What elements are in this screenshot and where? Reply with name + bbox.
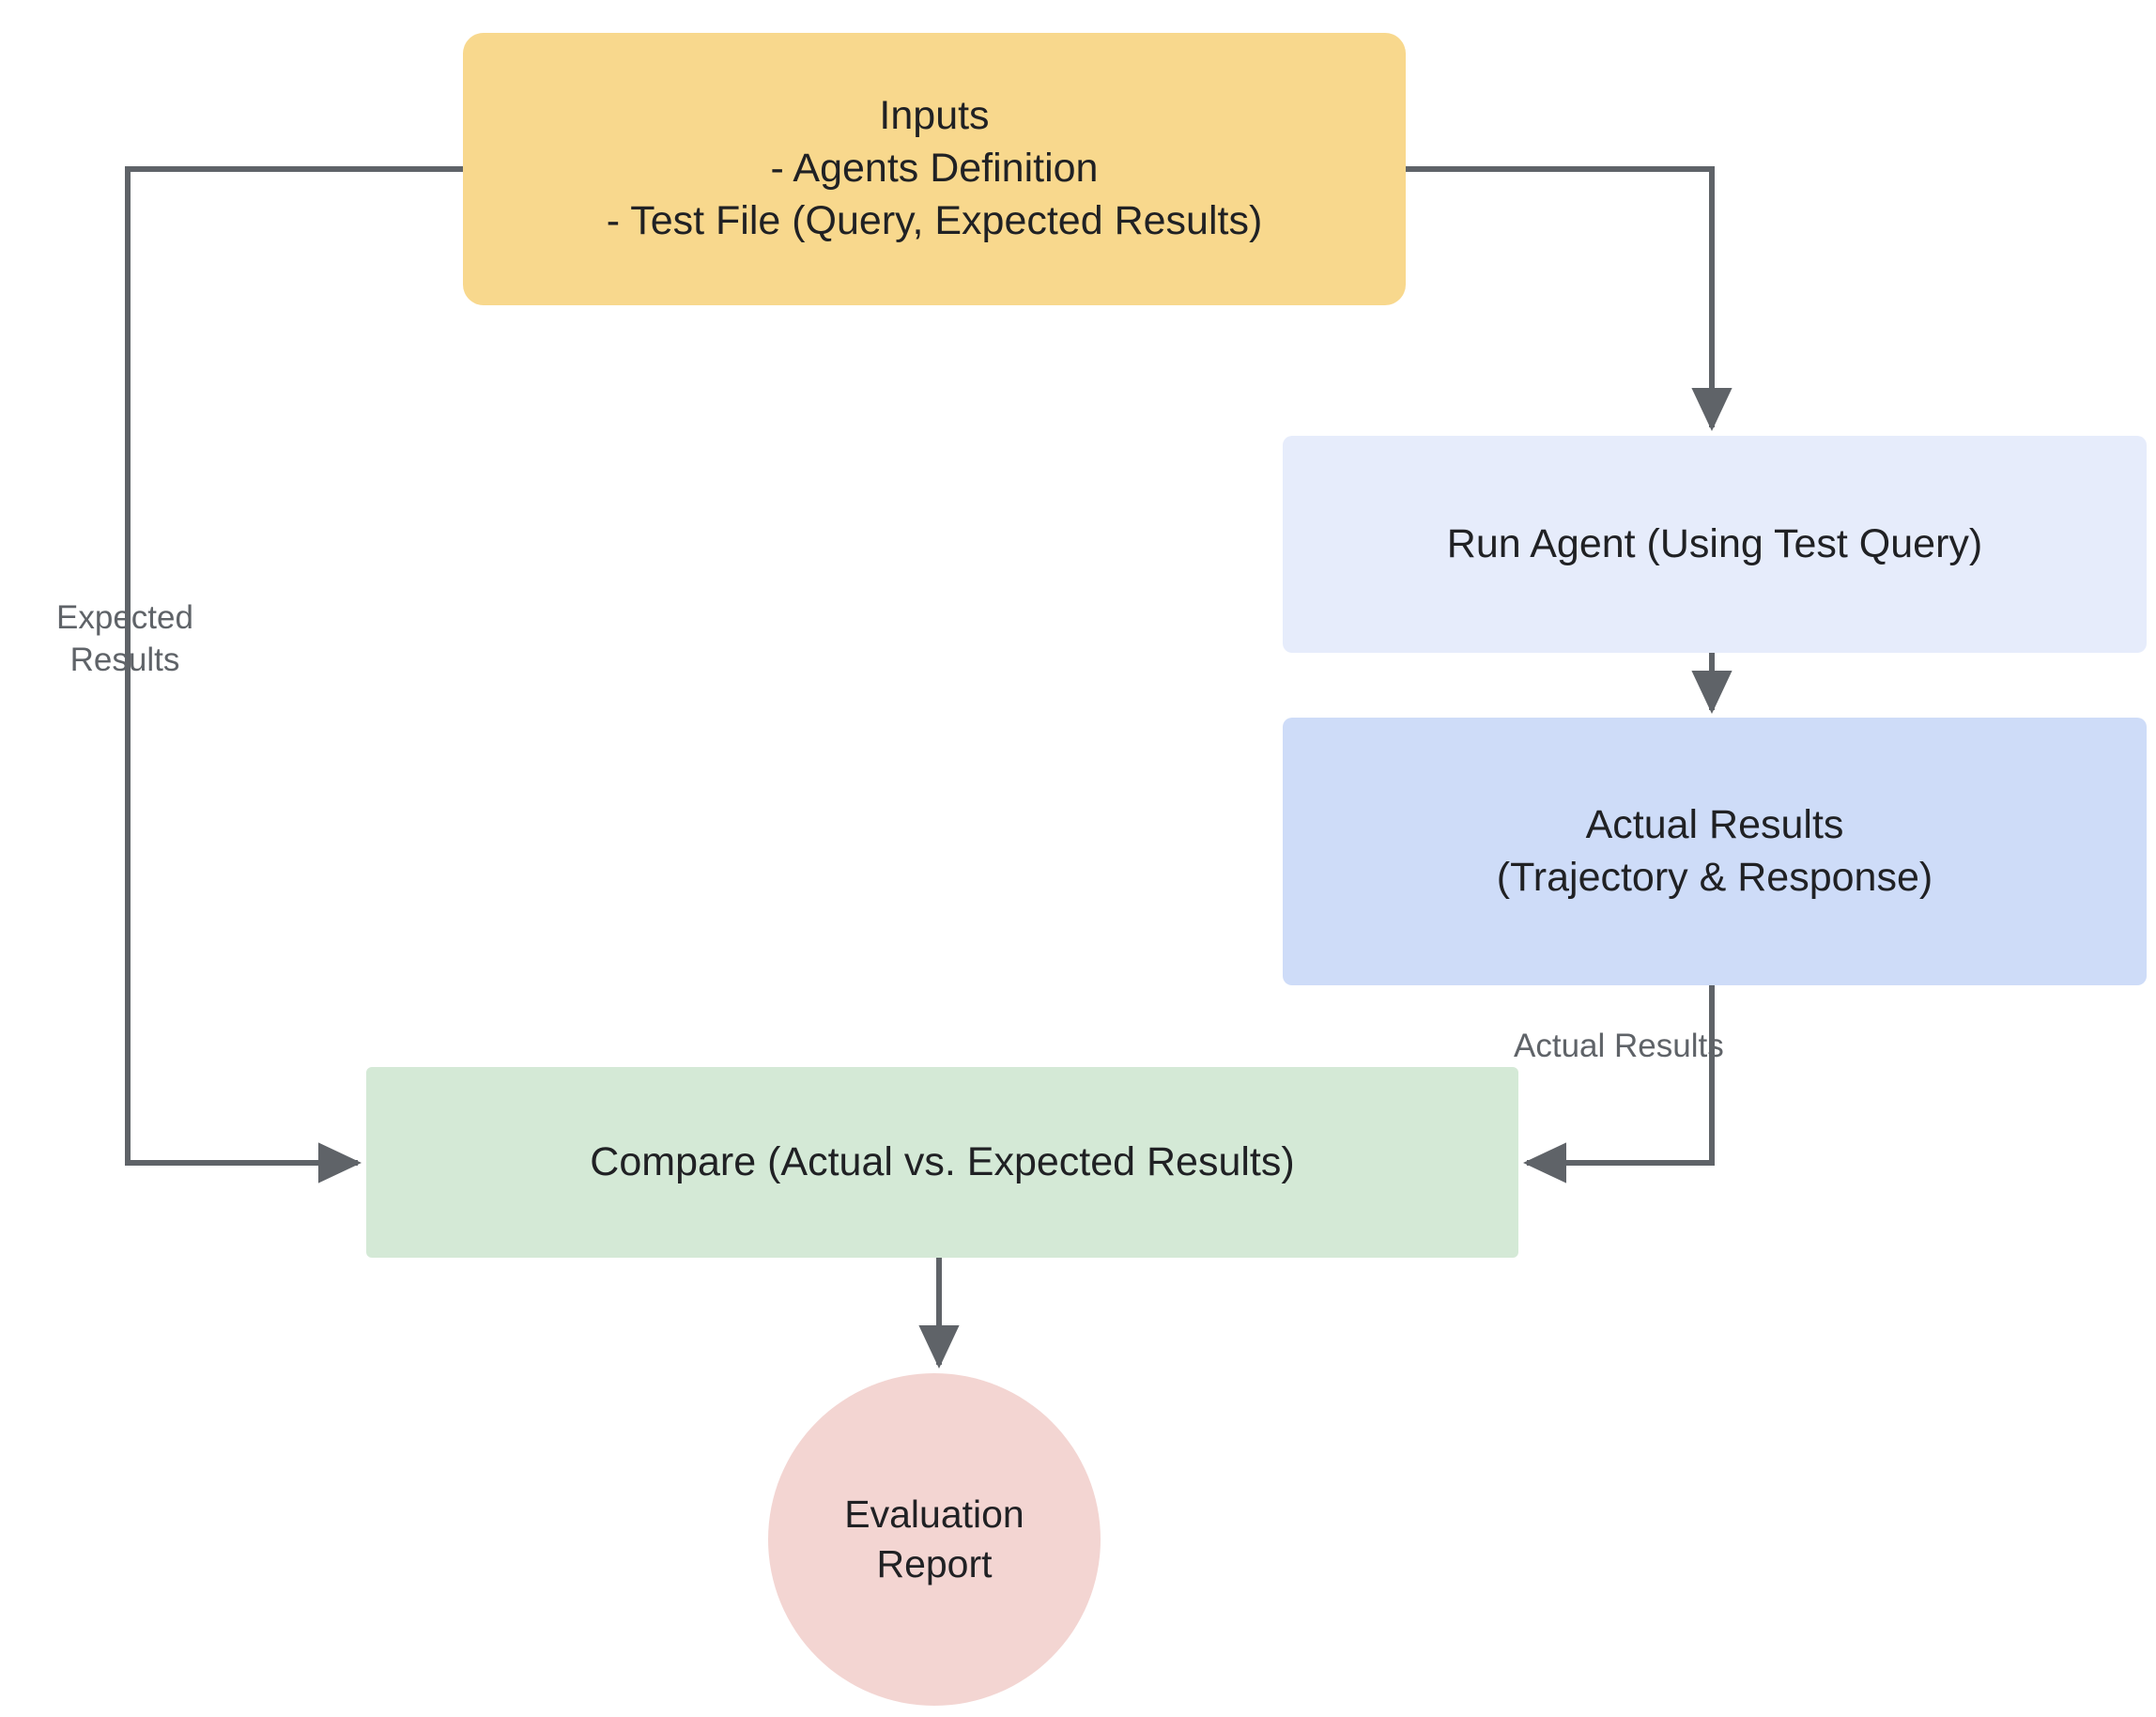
node-actual-results[interactable]: Actual Results (Trajectory & Response) (1283, 718, 2147, 985)
node-run-agent[interactable]: Run Agent (Using Test Query) (1283, 436, 2147, 653)
edge-inputs-to-run-agent (1406, 166, 1732, 431)
edge-label-expected-results: Expected Results (56, 599, 193, 678)
node-inputs[interactable]: Inputs - Agents Definition - Test File (… (463, 33, 1406, 305)
node-compare[interactable]: Compare (Actual vs. Expected Results) (366, 1067, 1518, 1258)
node-evaluation-report[interactable]: Evaluation Report (768, 1373, 1101, 1706)
edge-actual-results-to-compare (1523, 985, 1715, 1183)
edge-label-actual-results: Actual Results (1514, 1028, 1724, 1064)
